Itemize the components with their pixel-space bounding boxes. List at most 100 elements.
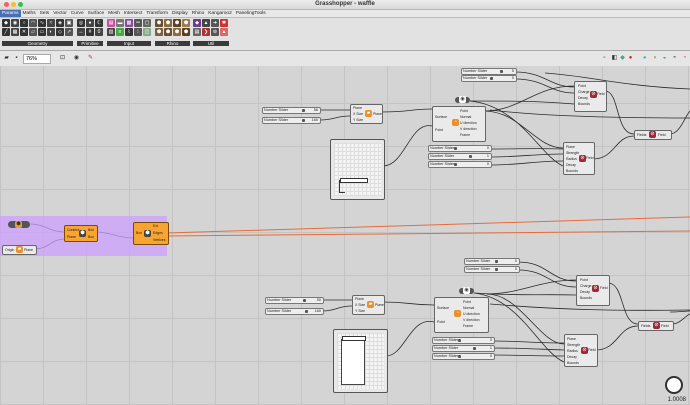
number-slider-icon[interactable]: ═ [134, 19, 142, 27]
rhino-view-icon[interactable]: ⬢ [164, 28, 172, 36]
tab-rhino[interactable]: Rhino [191, 11, 205, 16]
curve-param-icon[interactable]: ∿ [38, 19, 46, 27]
slider-knob[interactable] [490, 77, 493, 80]
point-param-icon[interactable]: ✕ [20, 28, 28, 36]
circular-arc-param-icon[interactable]: ◠ [29, 19, 37, 27]
primitive-category-label[interactable]: Primitive [77, 41, 103, 46]
rhino-layer-icon[interactable]: ⬢ [164, 19, 172, 27]
spin-force-component[interactable]: Plane Strength Radius Decay Bounds ⊘ Fie… [564, 334, 598, 367]
tab-curve[interactable]: Curve [70, 11, 84, 16]
preview-color-icon[interactable]: ◔ [682, 55, 687, 61]
boolean-toggle-node[interactable]: ⬢ [8, 221, 30, 228]
spin-force-component[interactable]: Plane Strength Radius Decay Bounds ⊘ Fie… [563, 142, 595, 175]
md-slider-preview[interactable] [330, 139, 385, 200]
slider-knob[interactable] [454, 163, 457, 166]
colour-param-icon[interactable]: ● [86, 19, 94, 27]
tab-maths[interactable]: Maths [22, 11, 36, 16]
field-param-icon[interactable]: ≈ [47, 19, 55, 27]
zoom-field[interactable]: 76% [23, 54, 51, 64]
canvas-navigation-widget[interactable] [665, 376, 683, 394]
plane-surface-component[interactable]: Plane X Size Y Size ▰ Plane [352, 295, 385, 315]
maximize-window-button[interactable] [18, 2, 23, 7]
rhino-import-icon[interactable]: ⬢ [182, 19, 190, 27]
save-file-icon[interactable]: ▪ [15, 55, 18, 61]
merge-fields-component[interactable]: Fields ⊘ Field [634, 130, 672, 140]
cluster-icon[interactable]: ◆ [193, 19, 201, 27]
trigger-icon[interactable]: ⊚ [211, 28, 219, 36]
tab-vector[interactable]: Vector [53, 11, 67, 16]
tab-params[interactable]: Params [0, 10, 21, 17]
fitness-icon[interactable]: ▲ [202, 19, 210, 27]
tab-display[interactable]: Display [172, 11, 188, 16]
rhino-block-icon[interactable]: ⬢ [173, 28, 181, 36]
slider-knob[interactable] [495, 268, 498, 271]
no-preview-icon[interactable]: ● [628, 55, 633, 61]
rhino-material-icon[interactable]: ⬢ [182, 28, 190, 36]
uv-region[interactable] [341, 339, 365, 385]
relay-node[interactable]: ◉ [459, 287, 474, 294]
input-category-label[interactable]: Input [107, 41, 151, 46]
slider-knob[interactable] [454, 147, 457, 150]
rectangle-param-icon[interactable]: ▭ [38, 28, 46, 36]
rhino-bake-icon[interactable]: ⬢ [155, 19, 163, 27]
twisted-box-param-icon[interactable]: ◇ [56, 28, 64, 36]
minimize-window-button[interactable] [11, 2, 16, 7]
tab-sets[interactable]: Sets [39, 11, 50, 16]
tab-kangaroo2[interactable]: Kangaroo2 [208, 11, 232, 16]
digit-scroller-icon[interactable]: ⁞ [134, 28, 142, 36]
wireframe-preview-icon[interactable]: ▫ [603, 55, 606, 61]
integer-param-icon[interactable]: # [86, 28, 94, 36]
tab-panelingtools[interactable]: PanelingTools [235, 11, 266, 16]
rhino-object-icon[interactable]: ⬢ [173, 19, 181, 27]
group-param-icon[interactable]: ▣ [65, 19, 73, 27]
slider-knob[interactable] [469, 155, 472, 158]
button-icon[interactable]: ▬ [116, 19, 124, 27]
evaluate-surface-component[interactable]: Surface Point ◔ Point Normal U direction… [434, 297, 489, 333]
display-settings-icon[interactable]: ◑ [652, 55, 657, 61]
tab-intersect[interactable]: Intersect [123, 11, 143, 16]
gene-pool-icon[interactable]: ▤ [193, 28, 201, 36]
close-window-button[interactable] [4, 2, 9, 7]
boolean-param-icon[interactable]: ◎ [77, 19, 85, 27]
geometry-param-icon[interactable]: ◈ [56, 19, 64, 27]
slider-knob[interactable] [302, 119, 305, 122]
gradient-icon[interactable]: ▥ [107, 28, 115, 36]
brep-param-icon[interactable]: ◉ [11, 19, 19, 27]
sketch-pen-icon[interactable]: ✎ [87, 55, 94, 61]
preview-eye-icon[interactable]: ◉ [73, 55, 80, 61]
plane-surface-component[interactable]: Plane X Size Y Size ▰ Plane [350, 104, 383, 124]
slider-knob[interactable] [458, 355, 461, 358]
tab-surface[interactable]: Surface [87, 11, 105, 16]
relay-node[interactable]: ◉ [455, 96, 470, 103]
plane-param-icon[interactable]: ▱ [29, 28, 37, 36]
evaluate-surface-component[interactable]: Surface Point ◔ Point Normal U direction… [432, 106, 486, 142]
jump-icon[interactable]: ❯ [202, 28, 210, 36]
open-file-icon[interactable]: ▰ [4, 55, 9, 61]
slider-knob[interactable] [500, 70, 503, 73]
uv-pointer[interactable] [339, 180, 345, 193]
slider-knob[interactable] [495, 260, 498, 263]
md-slider-plot[interactable] [334, 143, 381, 196]
line-param-icon[interactable]: ╱ [2, 28, 10, 36]
rhino-category-label[interactable]: Rhino [155, 41, 190, 46]
value-list-icon[interactable]: ≡ [116, 28, 124, 36]
slider-knob[interactable] [302, 109, 305, 112]
xy-plane-component[interactable]: Origin ▰ Plane [2, 245, 37, 255]
tab-mesh[interactable]: Mesh [108, 11, 120, 16]
box-param-icon[interactable]: ◆ [2, 19, 10, 27]
geometry-category-label[interactable]: Geometry [2, 41, 73, 46]
galapagos-icon[interactable]: ✱ [220, 19, 228, 27]
surface-param-icon[interactable]: ◐ [47, 28, 55, 36]
